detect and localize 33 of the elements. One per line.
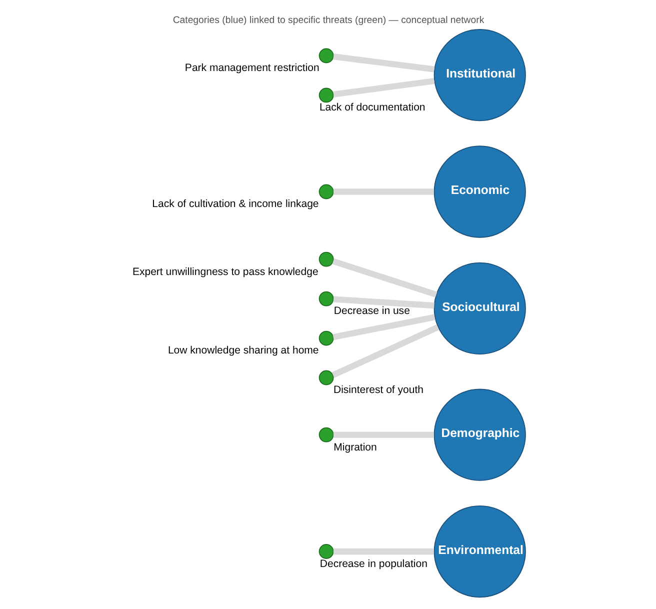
connector (332, 314, 435, 340)
connector (332, 258, 437, 298)
node-circle (318, 48, 334, 64)
connector (332, 296, 434, 309)
node-label: Migration (333, 441, 376, 454)
connector (332, 78, 434, 98)
node-circle (318, 291, 334, 306)
node-label: Lack of cultivation & income linkage (152, 198, 318, 210)
diagram-title: Categories (blue) linked to specific threats (green) — conceptual network (172, 15, 484, 26)
node-circle: Environmental (433, 505, 526, 598)
node-label: Decrease in use (333, 305, 410, 318)
node-circle (318, 544, 334, 559)
node-circle (318, 88, 334, 103)
node-label: Lack of documentation (318, 102, 425, 114)
node-circle: Demographic (433, 388, 526, 481)
node-label: Decrease in population (319, 558, 427, 570)
connector (332, 54, 434, 72)
connector (332, 188, 434, 195)
node-circle (318, 370, 334, 386)
node-label: Expert unwillingness to pass knowledge (132, 266, 318, 278)
node-label: Disinterest of youth (333, 384, 424, 396)
node-circle (318, 330, 334, 346)
node-circle: Economic (433, 146, 526, 238)
connector (332, 548, 434, 555)
node-circle (318, 427, 334, 442)
connector (332, 432, 434, 438)
connector (331, 324, 439, 378)
node-circle (318, 252, 334, 267)
node-circle (318, 184, 334, 200)
node-circle: Institutional (433, 28, 526, 122)
node-label: Park management restriction (184, 62, 319, 74)
node-label: Low knowledge sharing at home (167, 344, 318, 357)
node-circle: Sociocultural (433, 262, 526, 355)
